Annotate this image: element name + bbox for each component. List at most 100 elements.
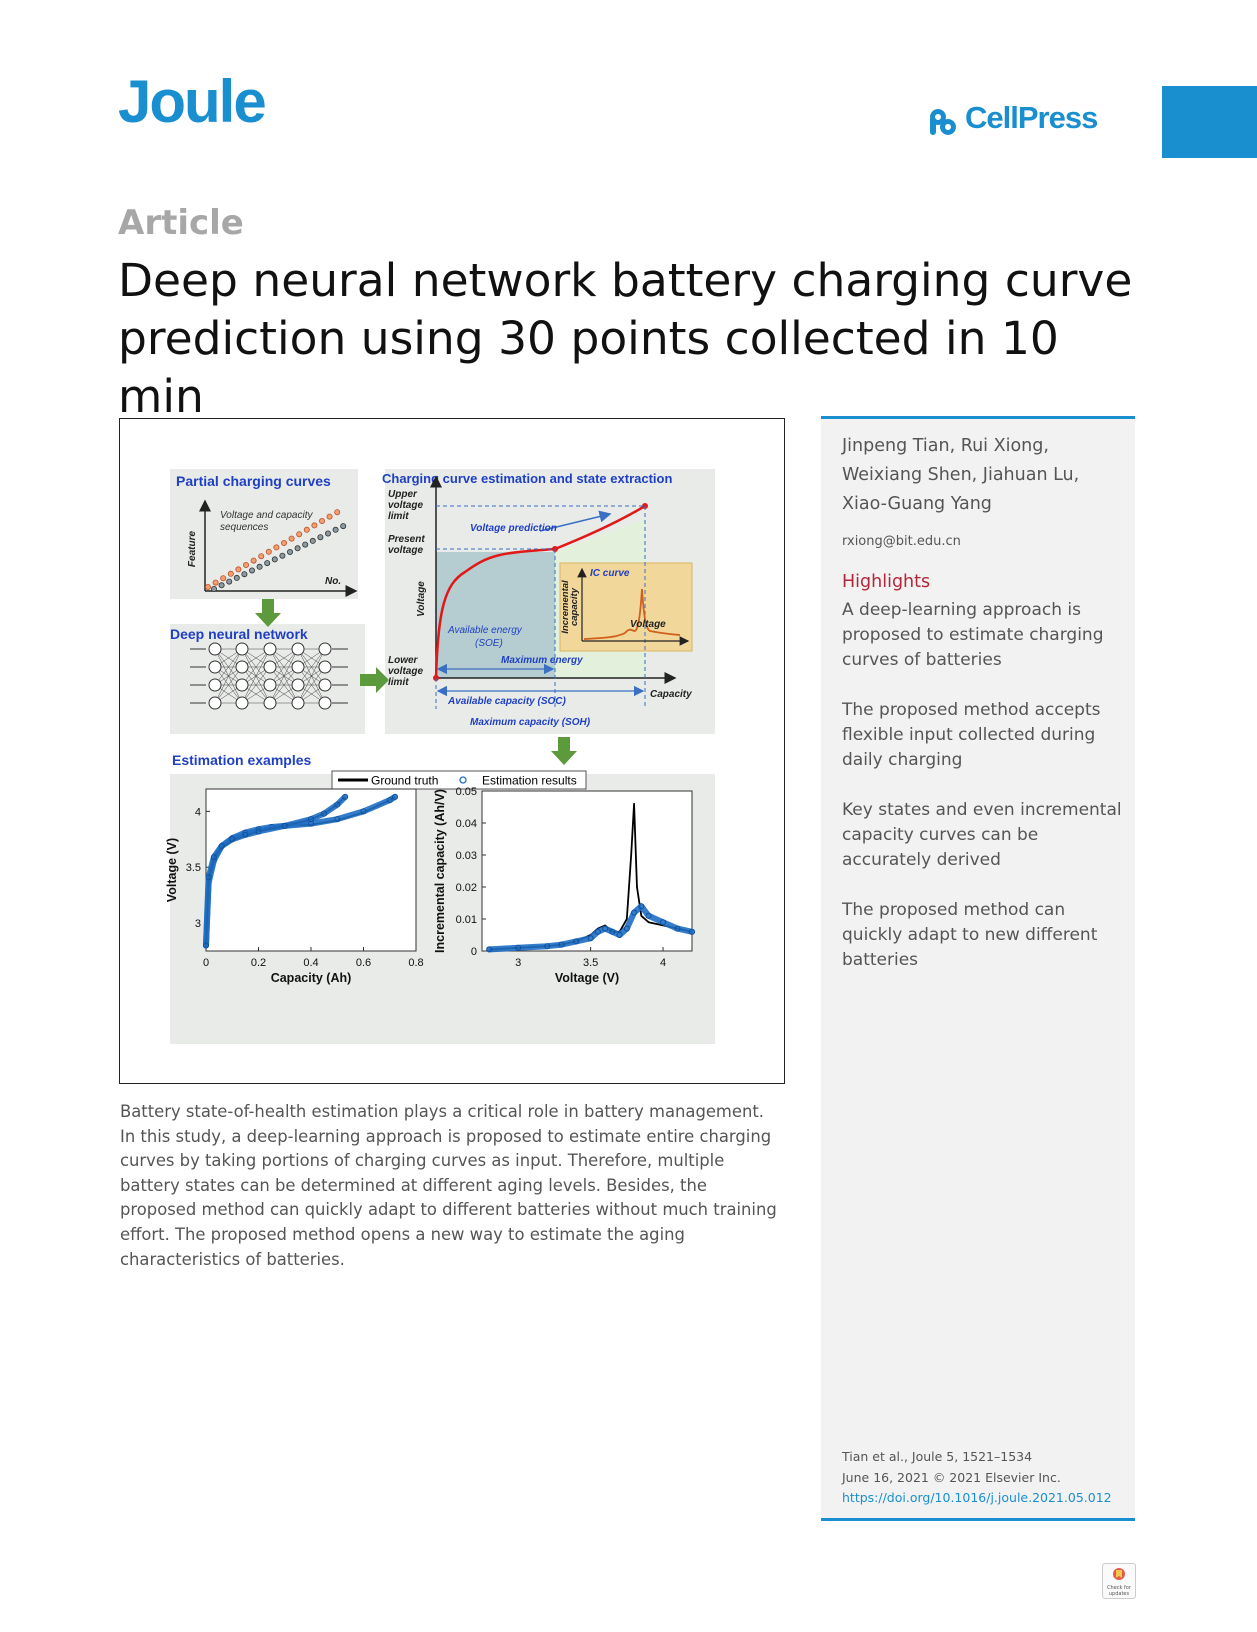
network-edge <box>214 648 243 686</box>
sequence-dot <box>211 585 218 592</box>
highlights-heading: Highlights <box>842 572 931 592</box>
network-edge <box>269 648 299 686</box>
doi-link[interactable]: https://doi.org/10.1016/j.joule.2021.05.… <box>842 1490 1112 1505</box>
network-edge <box>241 666 271 704</box>
network-edge <box>214 666 243 704</box>
examples-legend <box>331 770 587 790</box>
network-edge <box>241 648 271 704</box>
highlights-list: A deep-learning approach is proposed to … <box>842 598 1127 998</box>
data-point <box>594 928 601 935</box>
soe-label: (SOE) <box>475 638 503 649</box>
legend-est-swatch <box>459 776 467 784</box>
charging-curve <box>434 504 646 679</box>
network-node <box>235 660 249 674</box>
sidebar-top-rule <box>821 416 1135 419</box>
data-point <box>689 928 695 935</box>
x-tick-label: 4 <box>660 957 666 969</box>
check-updates-line-1: Check for <box>1107 1585 1131 1591</box>
sequence-dot <box>340 523 347 530</box>
x-tick-label: 0.4 <box>303 957 318 969</box>
y-tick-label: 0.01 <box>456 914 477 926</box>
network-node <box>318 642 332 656</box>
header-accent-tab <box>1162 86 1257 158</box>
publisher-logo[interactable]: CellPress <box>965 100 1098 135</box>
estimation-capacity-axis-label: Capacity <box>650 689 692 700</box>
citation-block: Tian et al., Joule 5, 1521–1534 June 16,… <box>842 1447 1112 1509</box>
sequence-dot <box>235 566 242 573</box>
present-voltage-label-1: Present <box>388 534 425 545</box>
x-tick-label: 0 <box>203 957 209 969</box>
network-node <box>208 678 222 692</box>
network-node <box>291 660 305 674</box>
network-edge <box>214 648 243 704</box>
data-point <box>623 925 630 932</box>
sequence-dot <box>258 553 265 560</box>
legend-est-label: Estimation results <box>482 774 577 788</box>
sequence-dot <box>294 545 301 552</box>
sequence-dot <box>286 548 293 555</box>
sequence-dot <box>280 540 287 547</box>
y-axis-label: Voltage (V) <box>165 838 179 902</box>
data-point <box>334 816 341 823</box>
x-axis-label: Voltage (V) <box>555 971 619 985</box>
network-edge <box>241 648 271 686</box>
x-tick-label: 3 <box>515 957 521 969</box>
sequence-dot <box>302 541 309 548</box>
legend-gt-label: Ground truth <box>371 774 438 788</box>
corresponding-email[interactable]: rxiong@bit.edu.cn <box>842 534 961 549</box>
citation-line-1: Tian et al., Joule 5, 1521–1534 <box>842 1449 1033 1464</box>
right-arrow-icon <box>360 667 389 693</box>
network-node <box>235 696 249 710</box>
highlight-item: The proposed method accepts flexible inp… <box>842 700 1101 770</box>
upper-limit-label-1: Upper <box>388 489 418 500</box>
data-point <box>386 797 393 804</box>
sequence-dot <box>212 579 219 586</box>
data-point <box>308 816 314 823</box>
data-point <box>515 944 522 951</box>
y-tick-label: 3.5 <box>186 862 201 874</box>
y-tick-label: 0.05 <box>456 786 477 798</box>
author-list: Jinpeng Tian, Rui Xiong, Weixiang Shen, … <box>842 436 1080 514</box>
partial-note-line2: sequences <box>220 522 268 533</box>
y-tick-label: 3 <box>195 918 201 930</box>
data-point <box>558 941 565 948</box>
data-point <box>544 943 551 950</box>
dnn-title: Deep neural network <box>170 626 308 642</box>
data-point <box>609 928 616 935</box>
sequence-dot <box>250 557 257 564</box>
down-arrow-icon <box>551 737 577 765</box>
ic-inset-ylabel-2: capacity <box>569 587 580 626</box>
network-node <box>291 678 305 692</box>
network-edge <box>297 648 326 704</box>
data-point <box>660 919 667 926</box>
partial-sequence-dots <box>205 509 347 592</box>
check-for-updates-badge[interactable]: Check for updates <box>1102 1563 1136 1599</box>
sequence-dot <box>233 574 240 581</box>
data-point <box>392 793 398 800</box>
check-updates-icon <box>1113 1568 1125 1580</box>
data-point <box>218 842 225 849</box>
x-tick-label: 0.2 <box>251 957 266 969</box>
summary-paragraph: Battery state-of-health estimation plays… <box>120 1102 777 1269</box>
network-edge <box>297 666 326 704</box>
journal-logo[interactable]: Joule <box>118 68 267 135</box>
estimation-title: Charging curve estimation and state extr… <box>382 471 672 486</box>
estimation-voltage-axis-label: Voltage <box>416 581 427 617</box>
partial-ylabel: Feature <box>187 531 198 568</box>
sequence-dot <box>334 509 341 516</box>
sequence-dot <box>226 578 233 585</box>
network-edge <box>297 648 326 686</box>
maximum-capacity-label: Maximum capacity (SOH) <box>470 717 591 728</box>
data-point <box>645 912 652 919</box>
y-tick-label: 4 <box>195 806 201 818</box>
neural-network-diagram <box>190 642 348 710</box>
partial-note-line1: Voltage and capacity <box>220 510 313 521</box>
lower-limit-label-3: limit <box>388 677 409 688</box>
sequence-dot <box>332 526 339 533</box>
sequence-dot <box>220 575 227 582</box>
data-point <box>587 935 594 942</box>
sequence-dot <box>309 537 316 544</box>
data-point <box>321 810 328 817</box>
partial-title: Partial charging curves <box>176 473 331 489</box>
